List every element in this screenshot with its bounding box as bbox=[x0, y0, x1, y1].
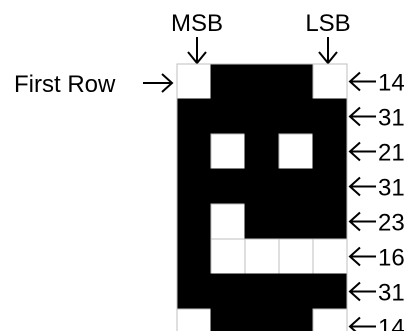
lsb-down-arrow-icon bbox=[318, 37, 338, 65]
bit-cell-r8-c2 bbox=[210, 308, 246, 331]
bit-cell-r3-c4 bbox=[278, 133, 314, 170]
left-arrow-icon bbox=[348, 106, 376, 127]
first-row-label: First Row bbox=[14, 71, 116, 98]
bit-cell-r3-c2 bbox=[210, 133, 246, 170]
bit-cell-r2-c4 bbox=[278, 98, 314, 135]
bit-cell-r4-c3 bbox=[244, 168, 280, 205]
bit-cell-r4-c2 bbox=[210, 168, 246, 205]
row-value-list: 14 31 21 31 23 16 31 14 bbox=[348, 70, 405, 331]
bit-cell-r6-c4 bbox=[278, 238, 314, 275]
bit-cell-r4-c1 bbox=[176, 168, 212, 205]
bit-cell-r7-c4 bbox=[278, 273, 314, 310]
left-arrow-icon bbox=[348, 141, 376, 162]
left-arrow-icon bbox=[348, 176, 376, 197]
bit-cell-r2-c1 bbox=[176, 98, 212, 135]
bit-cell-r1-c1 bbox=[176, 63, 212, 100]
bit-cell-r6-c3 bbox=[244, 238, 280, 275]
left-arrow-icon bbox=[348, 246, 376, 267]
bit-cell-r1-c5 bbox=[312, 63, 348, 100]
bit-cell-r6-c5 bbox=[312, 238, 348, 275]
bit-cell-r6-c2 bbox=[210, 238, 246, 275]
bit-cell-r4-c4 bbox=[278, 168, 314, 205]
bit-cell-r1-c4 bbox=[278, 63, 314, 100]
bit-cell-r1-c2 bbox=[210, 63, 246, 100]
row-value: 21 bbox=[378, 140, 405, 167]
bit-cell-r4-c5 bbox=[312, 168, 348, 205]
row-value: 31 bbox=[378, 280, 405, 307]
bit-cell-r7-c5 bbox=[312, 273, 348, 310]
bit-grid bbox=[176, 63, 348, 331]
bit-cell-r5-c1 bbox=[176, 203, 212, 240]
row-value: 16 bbox=[378, 245, 405, 272]
row-value: 31 bbox=[378, 175, 405, 202]
row-value: 31 bbox=[378, 105, 405, 132]
bit-cell-r3-c1 bbox=[176, 133, 212, 170]
msb-down-arrow-icon bbox=[187, 37, 207, 65]
msb-label: MSB bbox=[171, 10, 223, 37]
row-value: 14 bbox=[378, 315, 405, 331]
left-arrow-icon bbox=[348, 71, 376, 92]
bit-cell-r2-c3 bbox=[244, 98, 280, 135]
bit-cell-r8-c3 bbox=[244, 308, 280, 331]
left-arrow-icon bbox=[348, 316, 376, 331]
left-arrow-icon bbox=[348, 211, 376, 232]
bit-cell-r3-c3 bbox=[244, 133, 280, 170]
bit-cell-r5-c4 bbox=[278, 203, 314, 240]
bit-cell-r6-c1 bbox=[176, 238, 212, 275]
bit-cell-r5-c5 bbox=[312, 203, 348, 240]
row-value: 23 bbox=[378, 210, 405, 237]
bit-cell-r5-c3 bbox=[244, 203, 280, 240]
bit-cell-r7-c1 bbox=[176, 273, 212, 310]
lsb-label: LSB bbox=[305, 10, 350, 37]
bit-cell-r7-c2 bbox=[210, 273, 246, 310]
bit-cell-r1-c3 bbox=[244, 63, 280, 100]
bit-cell-r2-c2 bbox=[210, 98, 246, 135]
bit-cell-r8-c1 bbox=[176, 308, 212, 331]
bit-cell-r2-c5 bbox=[312, 98, 348, 135]
bit-cell-r8-c5 bbox=[312, 308, 348, 331]
bit-cell-r8-c4 bbox=[278, 308, 314, 331]
bit-cell-r5-c2 bbox=[210, 203, 246, 240]
left-arrow-icon bbox=[348, 281, 376, 302]
row-value: 14 bbox=[378, 70, 405, 97]
bit-cell-r7-c3 bbox=[244, 273, 280, 310]
grid-border bbox=[176, 63, 348, 331]
right-arrow-icon bbox=[143, 73, 174, 93]
bit-cell-r3-c5 bbox=[312, 133, 348, 170]
